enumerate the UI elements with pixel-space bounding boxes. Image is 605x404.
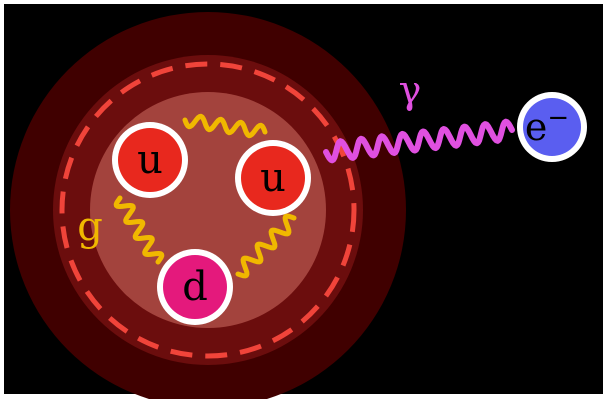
quark-down-body bbox=[163, 255, 227, 319]
electron-body bbox=[523, 98, 581, 156]
gluon-line-right bbox=[235, 213, 297, 279]
quark-up-1-body bbox=[118, 128, 182, 192]
quark-up-2-label: u bbox=[260, 155, 286, 201]
quark-down-label: d bbox=[182, 264, 208, 310]
quark-up-1-label: u bbox=[137, 137, 163, 183]
quark-down: d bbox=[157, 249, 233, 325]
quark-up-2-body bbox=[241, 146, 305, 210]
gluon-line-top bbox=[182, 113, 268, 139]
quark-up-2: u bbox=[235, 140, 311, 216]
gluon-label: g bbox=[77, 204, 103, 250]
electron-charge: − bbox=[547, 103, 569, 133]
proton-dashed-boundary bbox=[59, 61, 357, 359]
electron: e− bbox=[517, 92, 587, 162]
quark-up-1: u bbox=[112, 122, 188, 198]
photon-label: γ bbox=[399, 68, 422, 112]
electron-label: e− bbox=[525, 103, 569, 149]
gluon-line-left bbox=[113, 195, 165, 265]
photon-line bbox=[323, 118, 515, 164]
